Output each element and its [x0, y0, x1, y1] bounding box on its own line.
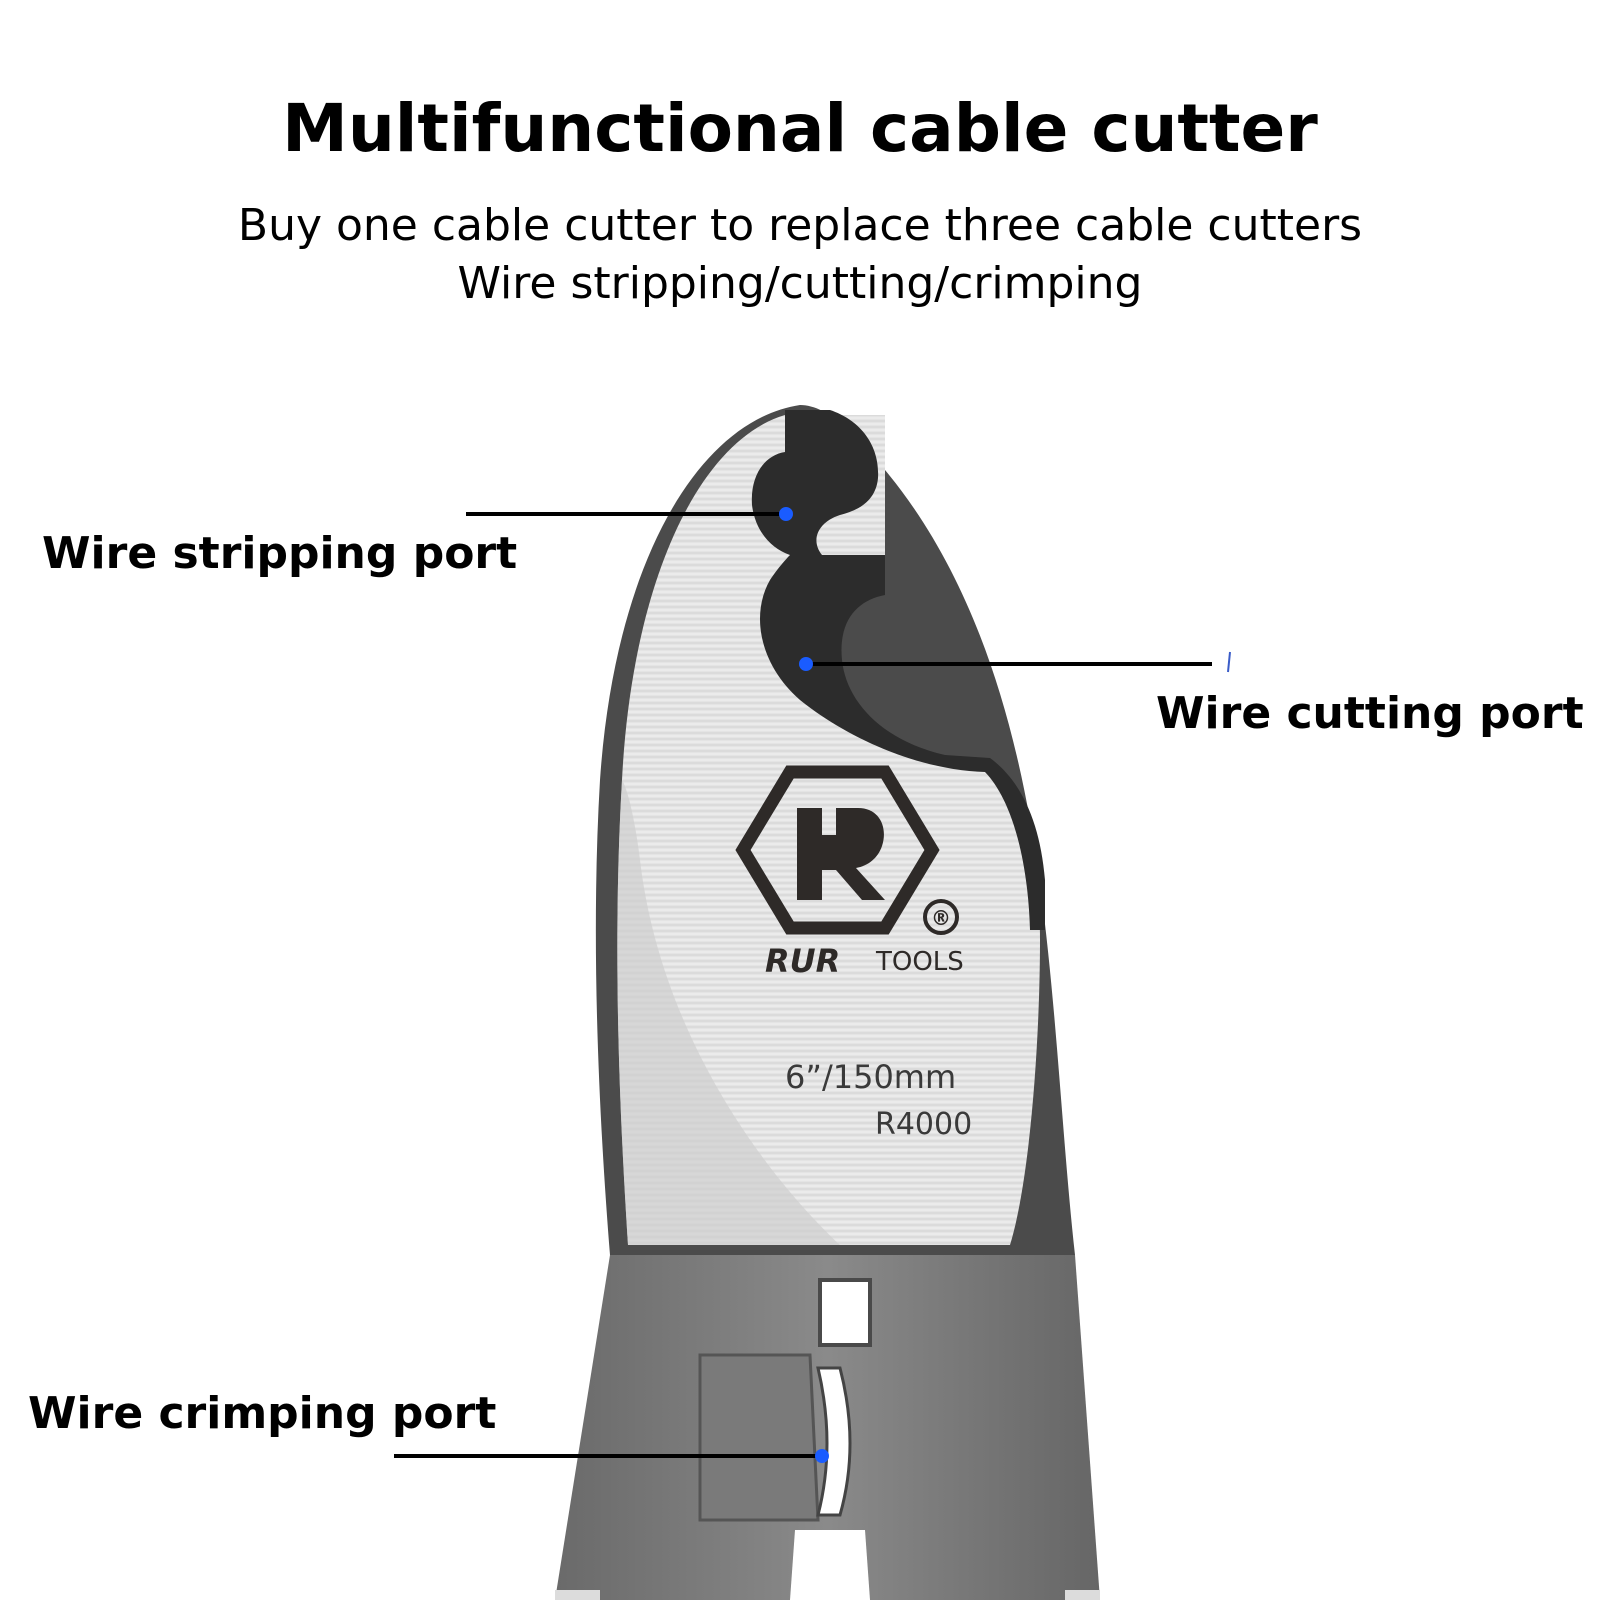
page-title: Multifunctional cable cutter — [282, 90, 1318, 167]
tool-lower-body — [555, 1255, 1100, 1600]
cutting-callout-tick — [1227, 651, 1231, 673]
blade-face — [617, 415, 1040, 1245]
size-text: 6”/150mm — [785, 1058, 956, 1096]
cutting-callout — [799, 651, 1231, 673]
label-wire-stripping-port: Wire stripping port — [42, 528, 518, 579]
stripping-callout — [466, 507, 793, 521]
cutting-marker-dot — [799, 657, 813, 671]
brand-suffix: TOOLS — [875, 947, 964, 977]
subtitle-line-2: Wire stripping/cutting/crimping — [457, 258, 1143, 309]
label-wire-cutting-port: Wire cutting port — [1156, 688, 1584, 739]
stripping-marker-dot — [779, 507, 793, 521]
crimping-marker-dot — [815, 1449, 829, 1463]
model-text: R4000 — [875, 1107, 972, 1142]
brand-logo: ® RUR TOOLS — [735, 765, 964, 980]
subtitle-line-1: Buy one cable cutter to replace three ca… — [237, 200, 1363, 251]
jaw-profile — [751, 410, 1045, 930]
crimping-callout — [394, 1449, 829, 1463]
label-wire-crimping-port: Wire crimping port — [28, 1388, 497, 1439]
brand-mark: RUR — [765, 942, 840, 980]
registered-symbol: ® — [931, 906, 951, 930]
